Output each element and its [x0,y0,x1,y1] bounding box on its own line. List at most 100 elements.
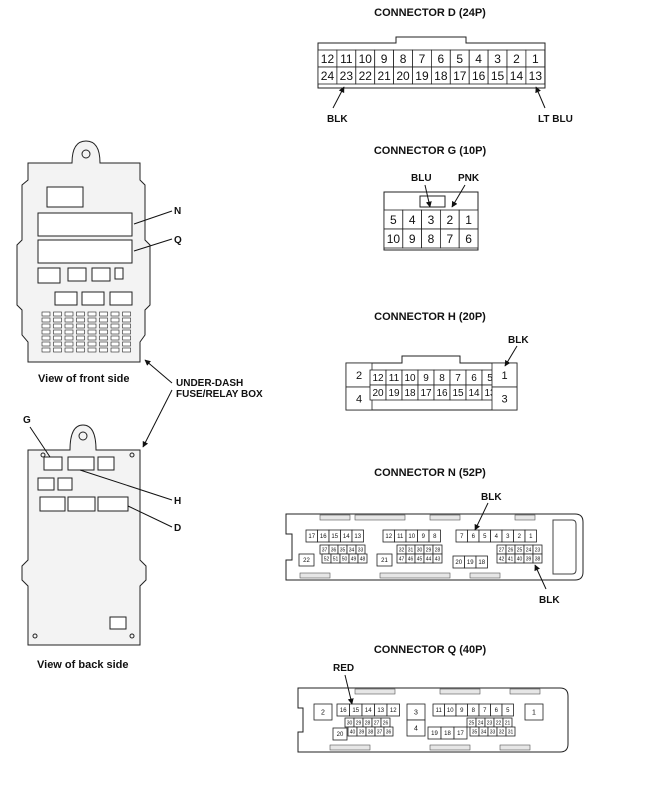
q-pin-36-label: 36 [386,729,392,735]
fuse-slot [41,341,51,347]
d-pin-22-label: 22 [359,69,373,83]
h-pin-19-label: 19 [388,388,400,399]
q-pin-7-label: 7 [483,708,487,714]
q-pin-8-label: 8 [472,708,476,714]
q-pin-13-label: 13 [377,708,384,714]
box-name-line1: UNDER-DASH [176,378,243,389]
q-pin-18-label: 18 [444,731,451,737]
q-pin-27-label: 27 [374,720,380,726]
q-pin-31-cell [505,726,516,737]
n-pin-43-label: 43 [435,556,441,562]
connector-q-title: CONNECTOR Q (40P) [374,644,487,656]
n-pin-15-label: 15 [331,534,338,540]
d-pin-11-label: 11 [340,52,353,66]
left-labels: N Q View of front side UNDER-DASH FUSE/R… [23,206,263,671]
fuse-slot [110,317,120,323]
n-pin-28-label: 28 [435,547,441,553]
n-pin-5-label: 5 [483,534,487,540]
g-pin-9-label: 9 [409,232,416,246]
n-pin-52-label: 52 [324,556,330,562]
q-pin-24-label: 24 [478,720,484,726]
h-pin-12-label: 12 [372,373,384,384]
fuse-slot [87,341,97,347]
n-pin-40-label: 40 [517,556,523,562]
h-pin-7-label: 7 [455,373,461,384]
n-pin-1-label: 1 [529,534,533,540]
n-pin-8-cell [428,529,441,543]
d-pin-3-label: 3 [494,52,501,66]
d-pin-4-label: 4 [475,52,482,66]
q-pin-4-cell [406,719,426,737]
left-leader-lines [29,210,173,528]
fuse-slot [64,323,74,329]
n-pin-31-label: 31 [408,547,414,553]
fuse-slot [110,329,120,335]
d-pin-24-label: 24 [321,69,335,83]
n-pin-38-cell [532,553,543,564]
h-pin-20-label: 20 [372,388,384,399]
h-wire: BLK [508,335,529,346]
h-pin-10-label: 10 [404,373,416,384]
g-pin-10-label: 10 [387,232,401,246]
n-pin-43-cell [432,553,443,564]
h-pin-1-label: 1 [501,370,507,382]
fuse-slot [122,317,131,323]
g-pin-1-label: 1 [465,213,472,227]
q-pin-20-label: 20 [337,732,344,738]
n-pin-10-label: 10 [408,534,415,540]
q-pin-11-label: 11 [436,708,443,714]
back-side-caption: View of back side [37,659,129,671]
q-pin-40-label: 40 [350,729,356,735]
d-pin-16-label: 16 [472,69,486,83]
fuse-slot [110,311,120,317]
n-pin-17-label: 17 [308,534,315,540]
n-pin-30-label: 30 [417,547,423,553]
fuse-slot [122,335,131,341]
n-pin-51-label: 51 [333,556,339,562]
fuse-slot [87,329,97,335]
h-pin-11-label: 11 [389,373,400,384]
q-pin-5-cell [501,703,514,717]
q-pin-39-label: 39 [359,729,365,735]
n-pin-16-label: 16 [320,534,327,540]
fuse-slot [122,329,131,335]
q-pin-19-label: 19 [431,731,438,737]
n-pin-13-cell [351,529,364,543]
label-n: N [174,206,181,217]
q-pin-5-label: 5 [506,708,510,714]
label-g: G [23,415,31,426]
h-pin-18-label: 18 [404,388,416,399]
q-pin-29-label: 29 [356,720,362,726]
fuse-slot [64,317,74,323]
d-pin-17-label: 17 [453,69,467,83]
connector-g-title: CONNECTOR G (10P) [374,145,487,157]
n-pin-47-label: 47 [399,556,405,562]
q-pin-12-cell [386,703,400,717]
q-pin-30-label: 30 [347,720,353,726]
h-pin-4-label: 4 [356,393,362,405]
n-pin-27-label: 27 [499,547,505,553]
box-name-line2: FUSE/RELAY BOX [176,389,263,400]
n-pin-21-cell [376,553,393,567]
n-pin-6-label: 6 [472,534,476,540]
fuse-slot [122,311,131,317]
q-pin-1-label: 1 [532,710,536,717]
n-pin-12-label: 12 [385,534,392,540]
d-pin-6-label: 6 [438,52,445,66]
d-pin-14-label: 14 [510,69,524,83]
n-pin-23-label: 23 [535,547,541,553]
d-pin-12-label: 12 [321,52,335,66]
d-pin-20-label: 20 [396,69,410,83]
n-pin-50-label: 50 [342,556,348,562]
q-wire: RED [333,663,354,674]
n-pin-19-label: 19 [467,560,474,566]
fuse-slot [122,347,131,353]
fuse-slot [76,341,85,347]
fuse-slot [122,341,131,347]
n-pin-46-label: 46 [408,556,414,562]
fuse-slot [53,347,62,353]
q-pin-31-label: 31 [508,729,514,735]
